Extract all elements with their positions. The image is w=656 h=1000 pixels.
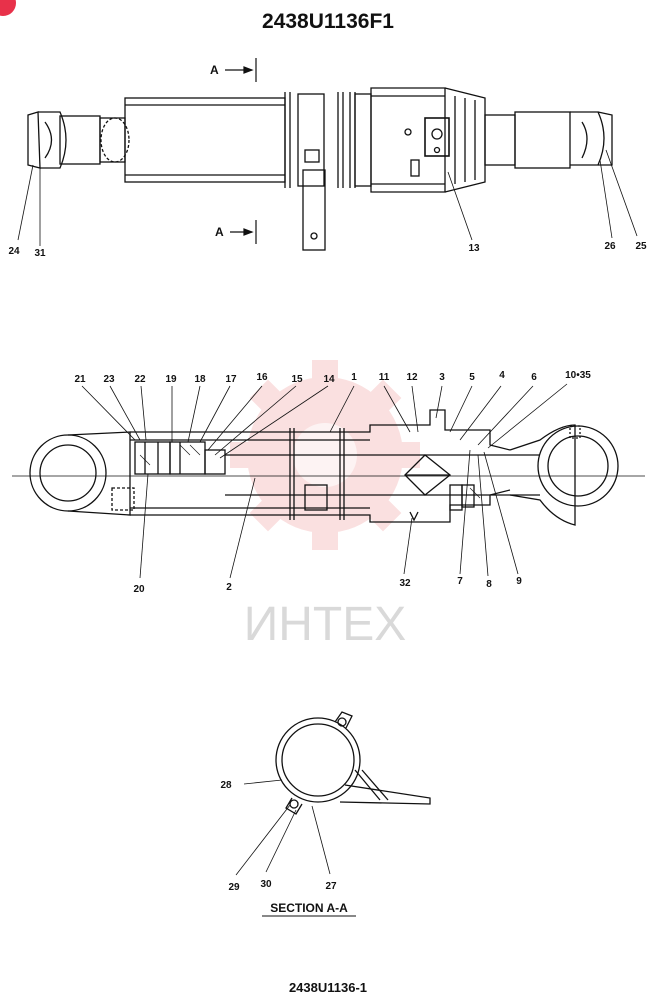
section-label-3: 19 (165, 374, 177, 385)
section-label-9: 1 (351, 372, 357, 383)
section-label-4: 18 (194, 374, 206, 385)
section-label-21: 8 (486, 579, 492, 590)
section-aa-title: SECTION A-A (270, 901, 348, 915)
aa-label-0: 28 (220, 780, 232, 791)
top-view-cylinder (27, 87, 613, 251)
section-aa-view (275, 711, 431, 815)
section-label-11: 12 (406, 372, 418, 383)
section-label-13: 5 (469, 372, 475, 383)
section-label-10: 11 (379, 372, 390, 383)
section-marker-bottom: A (215, 225, 224, 239)
section-arrow-bottom (230, 220, 257, 244)
top-label-1: 31 (34, 248, 46, 259)
section-view-leaders (81, 383, 568, 579)
section-label-18: 2 (226, 582, 232, 593)
section-label-15: 6 (531, 372, 537, 383)
section-aa-leaders (235, 779, 331, 876)
aa-label-3: 27 (325, 881, 337, 892)
section-label-7: 15 (291, 374, 303, 385)
top-label-2: 13 (468, 243, 480, 254)
aa-label-2: 30 (260, 879, 272, 890)
section-label-22: 9 (516, 576, 522, 587)
section-label-5: 17 (225, 374, 237, 385)
top-label-4: 25 (635, 241, 647, 252)
section-label-20: 7 (457, 576, 463, 587)
section-label-12: 3 (439, 372, 445, 383)
corner-badge (0, 0, 16, 16)
drawing-subtitle: 2438U1136-1 (288, 980, 368, 995)
section-label-17: 20 (133, 584, 145, 595)
section-label-2: 22 (134, 374, 146, 385)
section-arrow-top (225, 58, 257, 82)
section-label-19: 32 (399, 578, 411, 589)
drawing-title: 2438U1136F1 (262, 10, 394, 33)
top-label-0: 24 (8, 246, 20, 257)
section-marker-top: A (210, 63, 219, 77)
section-label-1: 23 (103, 374, 115, 385)
section-label-16: 10•35 (565, 370, 591, 381)
section-label-0: 21 (74, 374, 86, 385)
section-view-hatch (139, 444, 481, 499)
watermark-text: ИНТЕХ (244, 598, 407, 651)
section-label-14: 4 (499, 370, 505, 381)
section-label-8: 14 (323, 374, 335, 385)
section-label-6: 16 (256, 372, 268, 383)
top-view-leaders (17, 149, 638, 246)
aa-label-1: 29 (228, 882, 240, 893)
top-label-3: 26 (604, 241, 616, 252)
